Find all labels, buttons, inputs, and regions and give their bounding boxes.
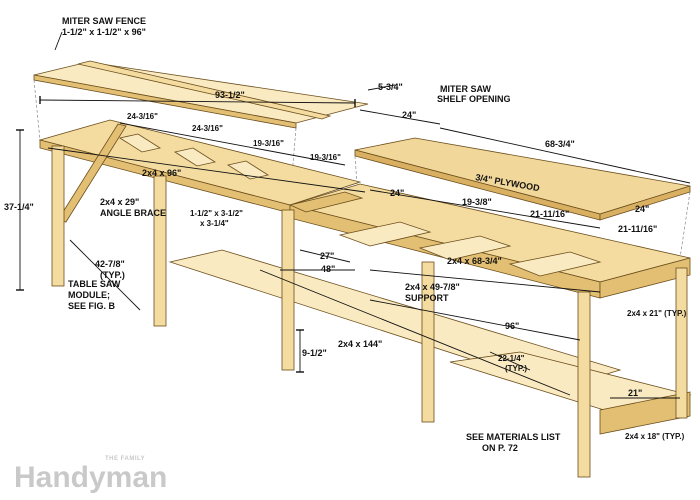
label-miter-shelf-2: SHELF OPENING	[437, 94, 511, 104]
label-top-length: 93-1/2"	[215, 90, 245, 100]
miter-shelf-block	[288, 191, 364, 213]
upper-frame-right-end	[599, 257, 691, 299]
label-span-g: 21-11/16"	[530, 209, 569, 219]
label-height: 37-1/4"	[4, 202, 34, 212]
dim-line-144	[259, 269, 571, 396]
label-support-2: SUPPORT	[405, 293, 449, 303]
label-span-f: 19-3/8"	[462, 197, 492, 207]
leg	[675, 267, 688, 419]
label-module-2: MODULE;	[68, 290, 110, 300]
cross-member	[338, 221, 432, 247]
leg	[153, 175, 167, 327]
label-span-d: 19-3/16"	[310, 153, 341, 162]
dim-line-96-lower	[369, 299, 581, 341]
label-brace-1: 2x4 x 29"	[100, 197, 139, 207]
leader-line	[489, 351, 531, 371]
ref-line	[679, 191, 691, 259]
labels: MITER SAW FENCE 1-1/2" x 1-1/2" x 96" 93…	[4, 16, 687, 453]
label-ply-width: 24"	[635, 204, 649, 214]
cross-member	[418, 235, 512, 261]
label-support-1: 2x4 x 49-7/8"	[405, 282, 460, 292]
logo-small-text: THE FAMILY	[105, 456, 145, 462]
dim-line-96-rail	[47, 147, 366, 193]
label-span-e: 24"	[390, 188, 404, 198]
label-rail-68: 2x4 x 68-3/4"	[447, 256, 502, 266]
cross-member	[508, 251, 602, 277]
label-typ-22-2: (TYP.)	[505, 364, 527, 373]
leg	[421, 261, 435, 423]
miter-fence-strip	[77, 60, 332, 120]
label-rail-96: 2x4 x 96"	[142, 168, 181, 178]
label-block-2: x 3-1/4"	[200, 219, 229, 228]
angle-brace	[57, 123, 127, 223]
label-depth-21: 21"	[628, 388, 642, 398]
dim-line-68	[439, 127, 691, 184]
ref-line	[33, 79, 41, 141]
leg	[51, 145, 65, 287]
workbench-structure	[33, 60, 692, 478]
label-96-lower: 96"	[505, 321, 519, 331]
leader-line	[54, 31, 63, 51]
label-span-c: 19-3/16"	[253, 139, 284, 148]
label-27: 27"	[320, 251, 334, 261]
label-typ-42-2: (TYP.)	[100, 270, 125, 280]
leg	[577, 291, 591, 478]
family-handyman-logo: THE FAMILY Handyman	[14, 456, 167, 494]
label-materials-2: ON P. 72	[482, 443, 518, 453]
dim-line-68-rail	[369, 269, 601, 293]
label-gap: 5-3/4"	[378, 82, 403, 92]
label-miter-shelf-1: MITER SAW	[440, 84, 492, 94]
label-leg-21: 2x4 x 21" (TYP.)	[627, 309, 687, 318]
leader-line	[367, 84, 396, 91]
label-opening: 24"	[402, 110, 416, 120]
dim-line-ply-spans	[369, 189, 601, 229]
cross-member	[226, 160, 270, 180]
label-span-b: 24-3/16"	[192, 124, 223, 133]
label-materials-1: SEE MATERIALS LIST	[466, 432, 561, 442]
dim-line-93	[39, 99, 356, 104]
label-48: 48"	[321, 264, 335, 274]
label-miter-fence-size: 1-1/2" x 1-1/2" x 96"	[62, 27, 146, 37]
leg	[281, 209, 295, 371]
label-block-1: 1-1/2" x 3-1/2"	[190, 209, 243, 218]
label-68-3-4: 68-3/4"	[545, 139, 575, 149]
cross-member	[173, 147, 217, 167]
label-miter-fence-title: MITER SAW FENCE	[62, 16, 146, 26]
label-module-1: TABLE SAW	[68, 279, 121, 289]
label-rail-144: 2x4 x 144"	[338, 339, 382, 349]
label-module-3: SEE FIG. B	[68, 301, 116, 311]
dimension-lines	[16, 31, 691, 399]
label-typ-22-1: 22-1/4"	[498, 354, 525, 363]
dim-line-27	[299, 249, 351, 263]
label-leg-18: 2x4 x 18" (TYP.)	[625, 432, 685, 441]
label-span-a: 24-3/16"	[127, 112, 158, 121]
label-typ-42-1: 42-7/8"	[95, 259, 125, 269]
label-brace-2: ANGLE BRACE	[100, 208, 166, 218]
logo-main-text: Handyman	[14, 461, 167, 494]
label-shelf-gap: 9-1/2"	[302, 348, 327, 358]
dim-line-24-opening	[359, 109, 441, 125]
dim-line-spans	[119, 122, 346, 166]
label-span-h: 21-11/16"	[618, 224, 657, 234]
dim-line-42	[69, 239, 141, 311]
cross-member	[118, 133, 162, 153]
